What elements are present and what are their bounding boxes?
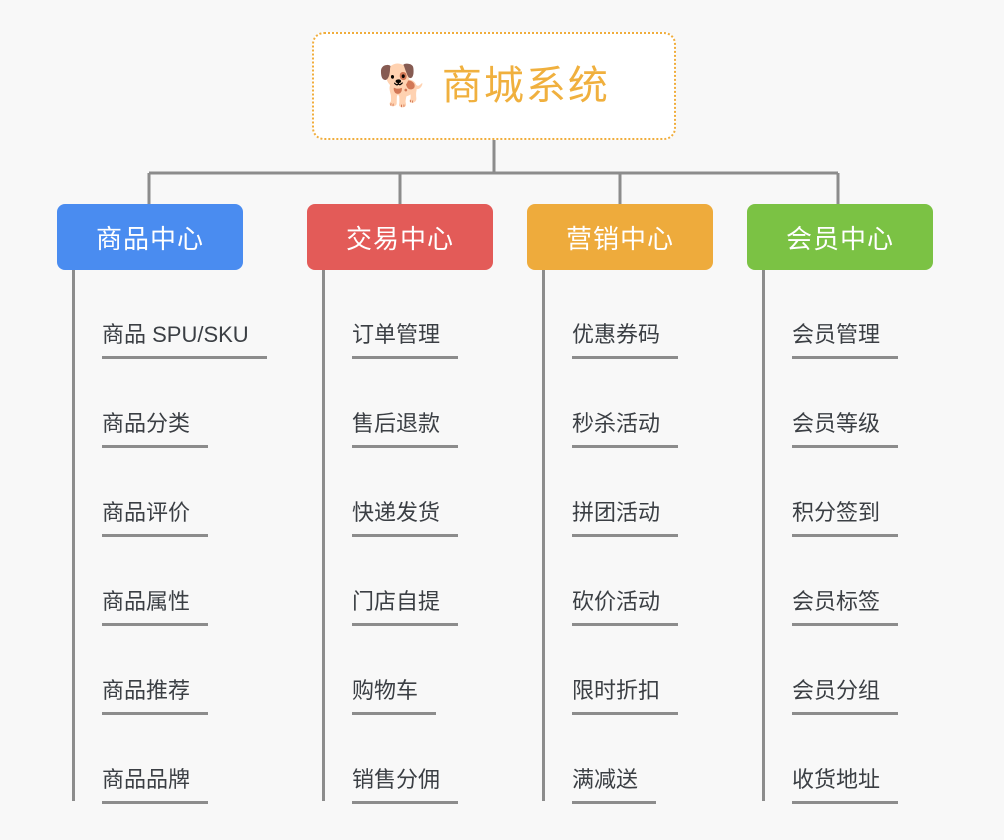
leaf-item[interactable]: 拼团活动	[542, 448, 713, 537]
leaf-item[interactable]: 商品推荐	[72, 626, 267, 715]
leaf-label: 销售分佣	[352, 769, 459, 804]
leaf-label: 会员标签	[792, 591, 899, 626]
leaf-label: 售后退款	[352, 413, 459, 448]
leaf-item[interactable]: 限时折扣	[542, 626, 713, 715]
leaf-label: 商品属性	[102, 591, 209, 626]
leaf-label: 会员分组	[792, 680, 899, 715]
leaf-item[interactable]: 会员等级	[762, 359, 933, 448]
leaf-label: 商品推荐	[102, 680, 209, 715]
leaf-label: 购物车	[352, 680, 437, 715]
branch-items-member-center: 会员管理 会员等级 积分签到 会员标签 会员分组 收货地址	[747, 270, 933, 804]
leaf-item[interactable]: 门店自提	[322, 537, 493, 626]
leaf-item[interactable]: 商品评价	[72, 448, 267, 537]
branch-header-marketing-center[interactable]: 营销中心	[527, 204, 713, 270]
leaf-item[interactable]: 会员标签	[762, 537, 933, 626]
leaf-item[interactable]: 秒杀活动	[542, 359, 713, 448]
branch-header-member-center[interactable]: 会员中心	[747, 204, 933, 270]
leaf-item[interactable]: 快递发货	[322, 448, 493, 537]
leaf-item[interactable]: 商品属性	[72, 537, 267, 626]
branch-items-trade-center: 订单管理 售后退款 快递发货 门店自提 购物车 销售分佣	[307, 270, 493, 804]
leaf-label: 快递发货	[352, 502, 459, 537]
leaf-item[interactable]: 购物车	[322, 626, 493, 715]
leaf-item[interactable]: 销售分佣	[322, 715, 493, 804]
leaf-label: 秒杀活动	[572, 413, 679, 448]
root-title: 商城系统	[441, 64, 610, 108]
root-node[interactable]: 🐕 商城系统	[312, 32, 676, 140]
leaf-item[interactable]: 收货地址	[762, 715, 933, 804]
leaf-item[interactable]: 商品品牌	[72, 715, 267, 804]
leaf-item[interactable]: 商品分类	[72, 359, 267, 448]
leaf-item[interactable]: 积分签到	[762, 448, 933, 537]
shiba-dog-icon: 🐕	[378, 64, 428, 108]
leaf-label: 会员等级	[792, 413, 899, 448]
branch-items-marketing-center: 优惠券码 秒杀活动 拼团活动 砍价活动 限时折扣 满减送	[527, 270, 713, 804]
leaf-item[interactable]: 满减送	[542, 715, 713, 804]
leaf-label: 会员管理	[792, 324, 899, 359]
leaf-item[interactable]: 商品 SPU/SKU	[72, 270, 267, 359]
leaf-label: 优惠券码	[572, 324, 679, 359]
leaf-label: 拼团活动	[572, 502, 679, 537]
branch-member-center: 会员中心 会员管理 会员等级 积分签到 会员标签 会员分组 收货地址	[747, 204, 933, 804]
leaf-label: 商品品牌	[102, 769, 209, 804]
leaf-label: 商品分类	[102, 413, 209, 448]
leaf-label: 门店自提	[352, 591, 459, 626]
leaf-item[interactable]: 优惠券码	[542, 270, 713, 359]
leaf-item[interactable]: 砍价活动	[542, 537, 713, 626]
leaf-label: 积分签到	[792, 502, 899, 537]
branch-marketing-center: 营销中心 优惠券码 秒杀活动 拼团活动 砍价活动 限时折扣 满减送	[527, 204, 713, 804]
branch-header-product-center[interactable]: 商品中心	[57, 204, 243, 270]
leaf-item[interactable]: 订单管理	[322, 270, 493, 359]
leaf-label: 订单管理	[352, 324, 459, 359]
branch-trade-center: 交易中心 订单管理 售后退款 快递发货 门店自提 购物车 销售分佣	[307, 204, 493, 804]
leaf-label: 商品评价	[102, 502, 209, 537]
leaf-item[interactable]: 会员分组	[762, 626, 933, 715]
leaf-label: 砍价活动	[572, 591, 679, 626]
leaf-label: 收货地址	[792, 769, 899, 804]
branch-header-trade-center[interactable]: 交易中心	[307, 204, 493, 270]
leaf-item[interactable]: 会员管理	[762, 270, 933, 359]
leaf-label: 限时折扣	[572, 680, 679, 715]
leaf-label: 商品 SPU/SKU	[102, 324, 267, 359]
branch-items-product-center: 商品 SPU/SKU 商品分类 商品评价 商品属性 商品推荐 商品品牌	[57, 270, 267, 804]
leaf-item[interactable]: 售后退款	[322, 359, 493, 448]
leaf-label: 满减送	[572, 769, 657, 804]
branch-product-center: 商品中心 商品 SPU/SKU 商品分类 商品评价 商品属性 商品推荐 商品品牌	[57, 204, 267, 804]
